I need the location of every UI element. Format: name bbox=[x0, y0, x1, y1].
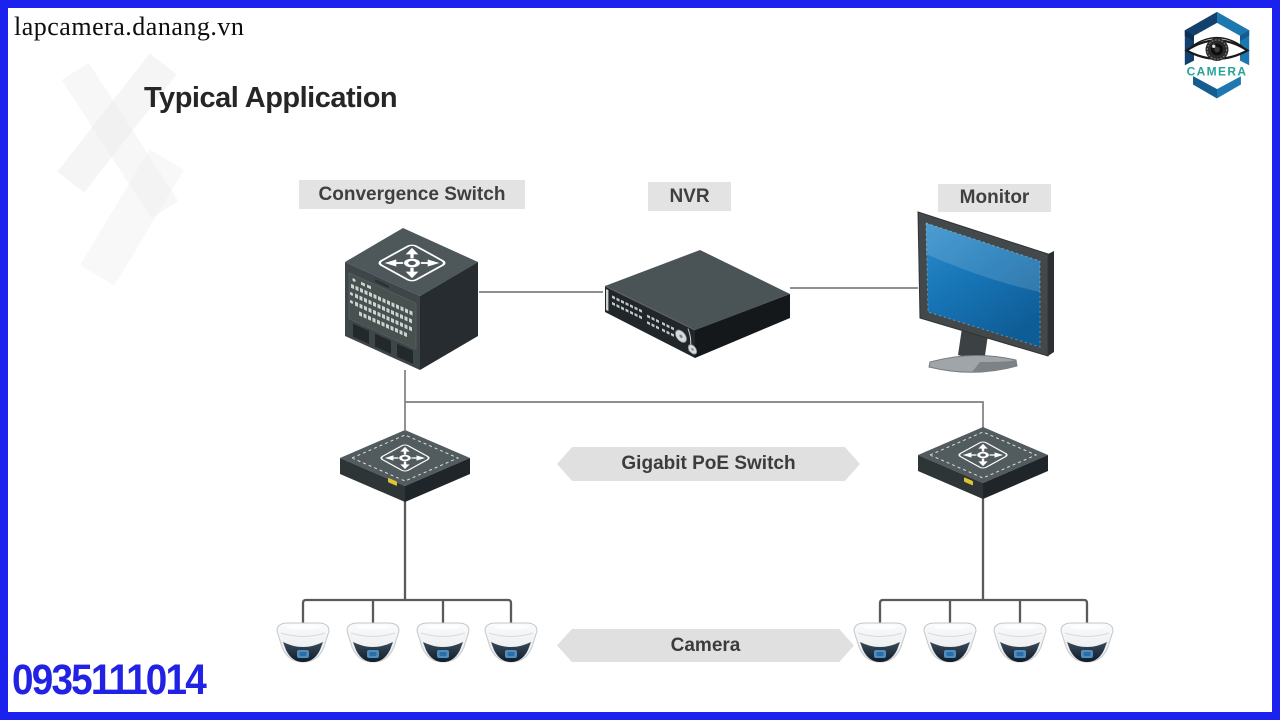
site-url-text: lapcamera.danang.vn bbox=[14, 12, 245, 41]
label-monitor: Monitor bbox=[938, 184, 1051, 212]
dome-camera-icon bbox=[276, 622, 330, 663]
dome-camera-icon bbox=[993, 622, 1047, 663]
label-camera: Camera bbox=[557, 629, 854, 662]
right-camera-bus bbox=[878, 598, 1089, 623]
poe-switch-left bbox=[340, 430, 470, 502]
nvr-device bbox=[604, 250, 790, 358]
camera-group-right bbox=[853, 622, 1114, 663]
convergence-switch-device bbox=[345, 228, 478, 370]
dome-camera-icon bbox=[484, 622, 538, 663]
link-branch-right bbox=[405, 401, 984, 428]
poe-switch-right bbox=[918, 427, 1048, 499]
brand-logo: CAMERA bbox=[1171, 8, 1263, 104]
dome-camera-icon bbox=[346, 622, 400, 663]
left-camera-bus bbox=[301, 598, 513, 623]
left-camera-drops bbox=[371, 600, 445, 623]
right-camera-drops bbox=[948, 600, 1022, 623]
camera-group-left bbox=[276, 622, 538, 663]
logo-text: CAMERA bbox=[1187, 64, 1248, 78]
logo-eye-icon bbox=[1184, 36, 1250, 62]
monitor-screen bbox=[926, 223, 1040, 347]
connection-lines bbox=[404, 287, 984, 430]
label-convergence-switch: Convergence Switch bbox=[299, 180, 525, 209]
camera-bus-lines bbox=[301, 495, 1089, 623]
dome-camera-icon bbox=[853, 622, 907, 663]
dome-camera-icon bbox=[1060, 622, 1114, 663]
page-title: Typical Application bbox=[144, 82, 398, 114]
dome-camera-icon bbox=[416, 622, 470, 663]
dome-camera-icon bbox=[923, 622, 977, 663]
poe-led bbox=[388, 478, 397, 486]
label-nvr: NVR bbox=[648, 182, 731, 211]
label-gigabit-poe-switch: Gigabit PoE Switch bbox=[557, 447, 860, 481]
phone-number: 0935111014 bbox=[12, 656, 207, 704]
poe-led bbox=[964, 477, 973, 486]
monitor-device bbox=[917, 211, 1054, 373]
